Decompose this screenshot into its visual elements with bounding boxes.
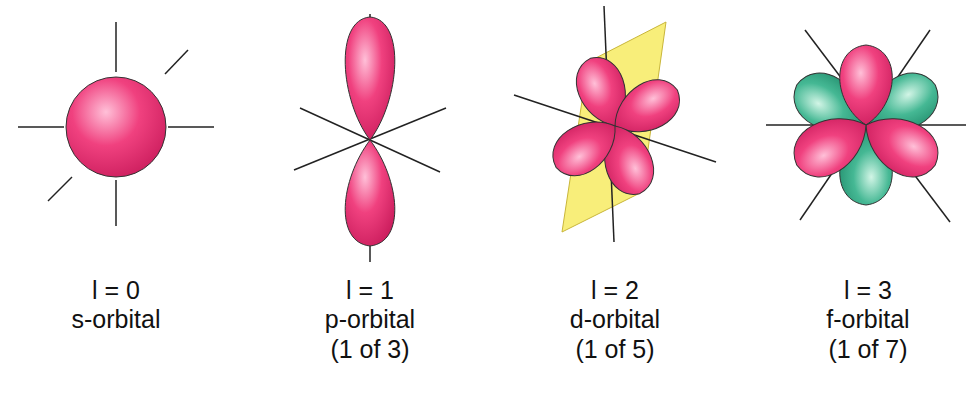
quantum-number-label: l = 2	[591, 275, 639, 305]
orbital-name: s-orbital	[72, 304, 161, 334]
orbital-name: f-orbital	[826, 304, 909, 334]
orbital-count: (1 of 5)	[575, 334, 654, 364]
quantum-number-label: l = 3	[844, 275, 892, 305]
orbital-count: (1 of 3)	[330, 334, 409, 364]
orbital-name: p-orbital	[325, 304, 415, 334]
d-orbital-figure	[514, 6, 716, 242]
quantum-number-label: l = 1	[346, 275, 394, 305]
orbital-name: d-orbital	[570, 304, 660, 334]
orbital-count: (1 of 7)	[828, 334, 907, 364]
f-orbital-figure	[766, 30, 966, 222]
quantum-number-label: l = 0	[92, 275, 140, 305]
p-orbital-figure	[294, 14, 446, 262]
s-orbital-figure	[18, 22, 214, 226]
